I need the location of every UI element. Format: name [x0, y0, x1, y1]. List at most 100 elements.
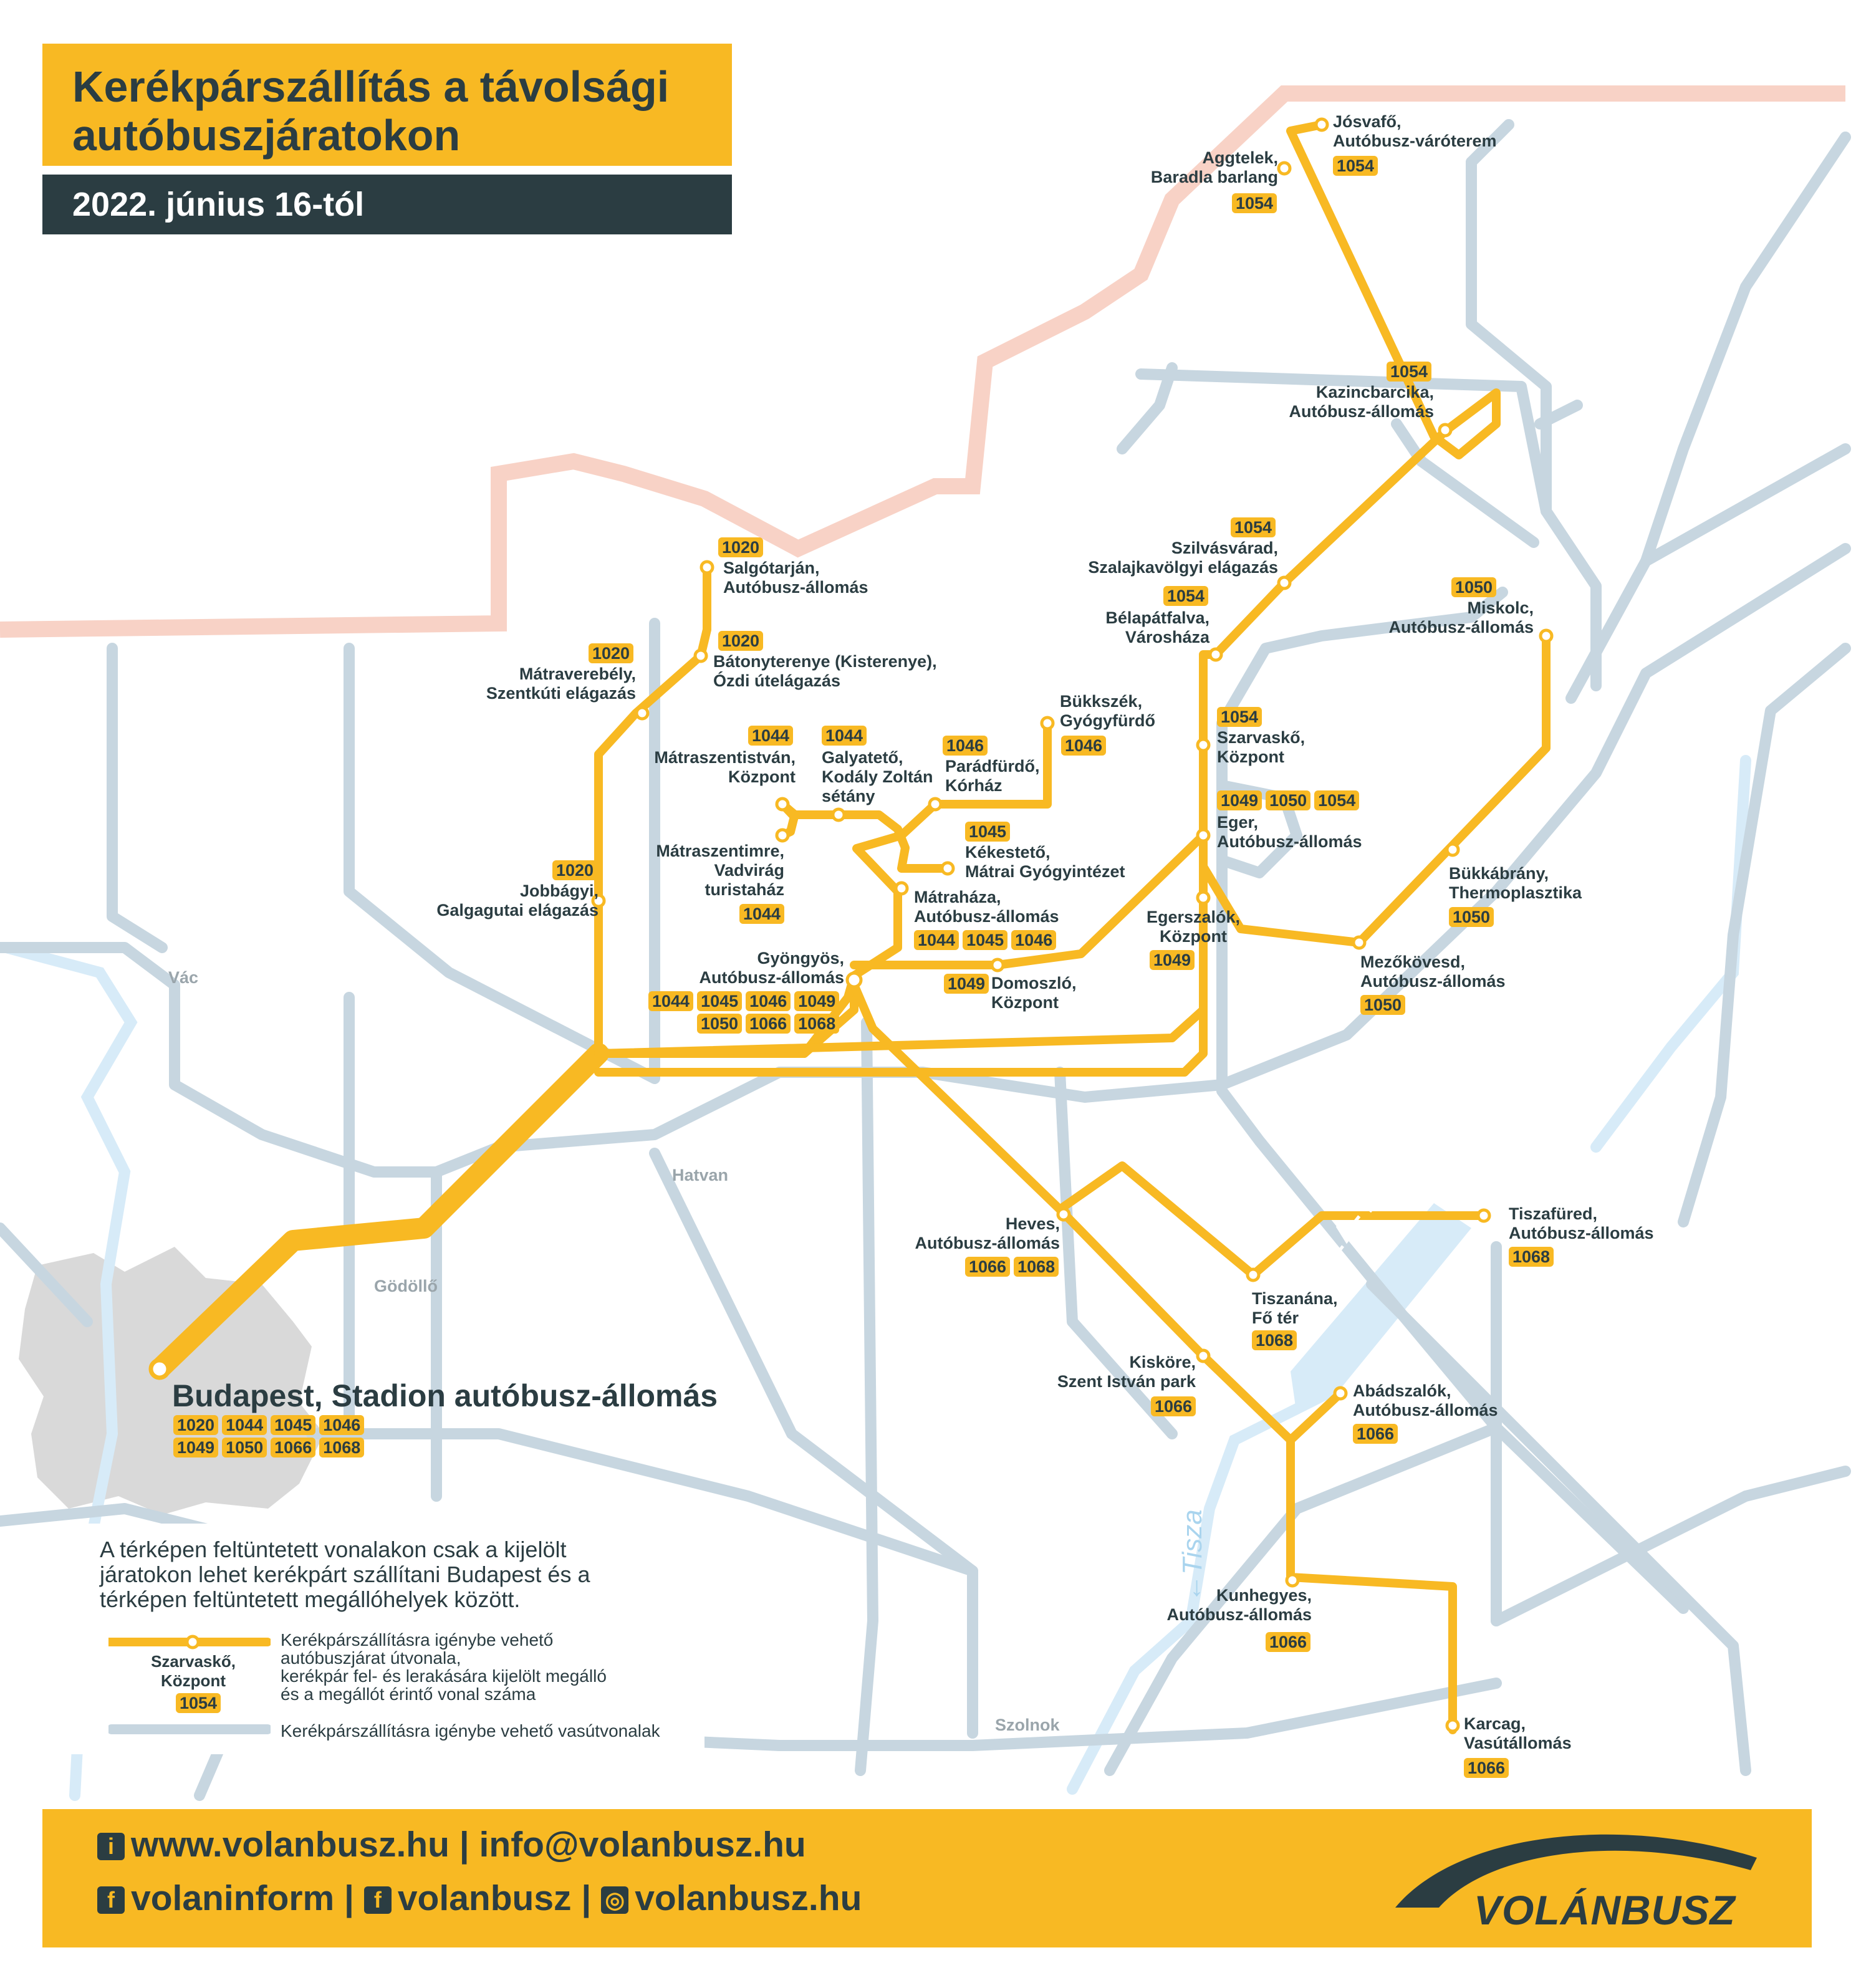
- stop-budapest: [148, 1358, 171, 1380]
- stop-label-josvafo: Jósvafő, Autóbusz-váróterem: [1333, 112, 1497, 151]
- stop-salgotarjan: [700, 560, 714, 575]
- stop-label-domoszlo: Domoszló, Központ: [991, 974, 1077, 1012]
- stop-name: Központ: [991, 993, 1059, 1012]
- stop-belapatfalva: [1208, 647, 1223, 662]
- trunk-route: [149, 1043, 609, 1380]
- stop-label-matraszentistvan: Mátraszentistván, Központ: [623, 748, 796, 787]
- stop-name: Aggtelek,: [1202, 148, 1278, 167]
- title-box: Kerékpárszállítás a távolsági autóbuszjá…: [42, 44, 732, 166]
- stop-label-kiskore: Kisköre, Szent István park: [1022, 1353, 1196, 1391]
- route-badge: 1020: [718, 631, 764, 651]
- stop-name: Domoszló,: [991, 974, 1077, 992]
- stop-name: Jobbágyi,: [519, 881, 599, 900]
- stop-matrahaza: [894, 881, 909, 896]
- stop-name: Autóbusz-állomás: [1360, 972, 1506, 991]
- stop-name: Mátrai Gyógyintézet: [965, 862, 1125, 881]
- footer-separator: |: [344, 1878, 354, 1918]
- stop-routes-batonyterenye: 1020: [718, 631, 767, 651]
- stop-name: Tiszanána,: [1252, 1289, 1338, 1308]
- route-badge: 1049: [1150, 950, 1195, 970]
- route-badge: 1054: [1217, 707, 1262, 727]
- stop-name: Autóbusz-állomás: [1217, 832, 1362, 851]
- route-kiskore: [1055, 1205, 1345, 1444]
- stop-name: Bátonyterenye (Kisterenye),: [713, 652, 937, 671]
- legend-rail-line: [108, 1724, 271, 1734]
- route-badge: 1068: [794, 1014, 840, 1034]
- footer-facebook-volanbusz[interactable]: volanbusz: [397, 1878, 572, 1918]
- route-badge: 1044: [222, 1415, 267, 1435]
- route-badge: 1020: [173, 1415, 219, 1435]
- footer-facebook-volaninform[interactable]: volaninform: [131, 1878, 335, 1918]
- route-badge: 1066: [965, 1257, 1011, 1277]
- stop-name: Karcag,: [1464, 1714, 1526, 1733]
- title-line-1: Kerékpárszállítás a távolsági: [72, 62, 670, 111]
- stop-name: Kórház: [945, 776, 1003, 795]
- stop-name: Salgótarján,: [723, 559, 820, 577]
- route-badge: 1045: [697, 991, 743, 1011]
- stop-name: Bükkszék,: [1060, 692, 1143, 711]
- stop-name: Miskolc,: [1467, 598, 1534, 617]
- stop-routes-salgotarjan: 1020: [718, 537, 767, 557]
- stop-label-matrahaza: Mátraháza, Autóbusz-állomás: [914, 888, 1059, 926]
- route-badge: 1020: [718, 537, 764, 557]
- stop-mezokovesd: [1352, 935, 1367, 950]
- stop-domoszlo: [990, 958, 1005, 972]
- stop-dots: [148, 117, 1554, 1733]
- stop-karcag: [1445, 1718, 1460, 1733]
- stop-name: Kodály Zoltán: [822, 767, 933, 786]
- stop-name: Autóbusz-állomás: [1509, 1224, 1654, 1242]
- route-badge: 1050: [1449, 907, 1494, 927]
- footer-web-email[interactable]: www.volanbusz.hu | info@volanbusz.hu: [131, 1825, 806, 1865]
- stop-routes-matraszentistvan: 1044: [748, 726, 797, 746]
- route-badge: 1054: [1333, 156, 1378, 176]
- stop-label-miskolc: Miskolc, Autóbusz-állomás: [1347, 598, 1534, 637]
- stop-label-matraszentimre: Mátraszentimre, Vadvirág turistaház: [623, 842, 784, 900]
- stop-name: Autóbusz-állomás: [1388, 618, 1534, 636]
- stop-name: Központ: [1160, 927, 1227, 946]
- stop-name: Fő tér: [1252, 1309, 1299, 1327]
- route-badge: 1066: [1464, 1758, 1509, 1778]
- stop-routes-bukkszek: 1046: [1061, 736, 1110, 756]
- legend-text: Kerékpárszállításra igénybe vehető: [281, 1630, 554, 1649]
- route-badge: 1046: [746, 991, 791, 1011]
- stop-name: Autóbusz-állomás: [915, 1234, 1060, 1252]
- route-badge: 1066: [1353, 1424, 1398, 1444]
- stop-routes-szarvasko: 1054: [1217, 707, 1266, 727]
- stop-name: Autóbusz-állomás: [1166, 1605, 1312, 1624]
- legend-route-badge: 1054: [176, 1693, 224, 1713]
- stop-routes-bukkabrany: 1050: [1449, 907, 1498, 927]
- route-badge: 1044: [748, 726, 794, 746]
- stop-label-batonyterenye: Bátonyterenye (Kisterenye), Ózdi útelága…: [713, 652, 937, 691]
- stop-name: Központ: [1217, 747, 1284, 766]
- stop-name: Szarvaskő,: [151, 1652, 236, 1671]
- legend-text: és a megállót érintő vonal száma: [281, 1684, 536, 1704]
- stop-label-matraverebely: Mátraverebély, Szentkúti elágazás: [461, 665, 636, 703]
- route-badge: 1068: [1509, 1247, 1554, 1267]
- stop-egerszalok: [1196, 890, 1211, 905]
- stop-routes-tiszafured: 1068: [1509, 1247, 1557, 1267]
- stop-josvafo: [1314, 117, 1329, 132]
- footer-instagram[interactable]: volanbusz.hu: [635, 1878, 862, 1918]
- facebook-icon: f: [363, 1886, 392, 1914]
- stop-name: Autóbusz-állomás: [914, 907, 1059, 926]
- city-vac: Vác: [168, 968, 199, 987]
- route-badge: 1049: [794, 991, 840, 1011]
- route-badge: 1066: [271, 1438, 316, 1457]
- route-badge: 1046: [319, 1415, 365, 1435]
- route-badge: 1046: [943, 736, 988, 756]
- stop-name: Egerszalók,: [1146, 908, 1241, 926]
- stop-routes-domoszlo: 1049: [944, 974, 993, 994]
- route-heves: [850, 981, 1488, 1279]
- route-badge: 1050: [222, 1438, 267, 1457]
- route-badge: 1054: [1232, 193, 1277, 213]
- stop-name: Autóbusz-váróterem: [1333, 132, 1497, 150]
- stop-label-abadszalok: Abádszalók, Autóbusz-állomás: [1353, 1381, 1498, 1420]
- route-kunhegyes: [1286, 1436, 1457, 1734]
- stop-name: Szalajkavölgyi elágazás: [1088, 558, 1278, 577]
- stop-kunhegyes: [1285, 1573, 1300, 1588]
- stop-tiszanana: [1246, 1267, 1261, 1282]
- route-badge: 1068: [1014, 1257, 1059, 1277]
